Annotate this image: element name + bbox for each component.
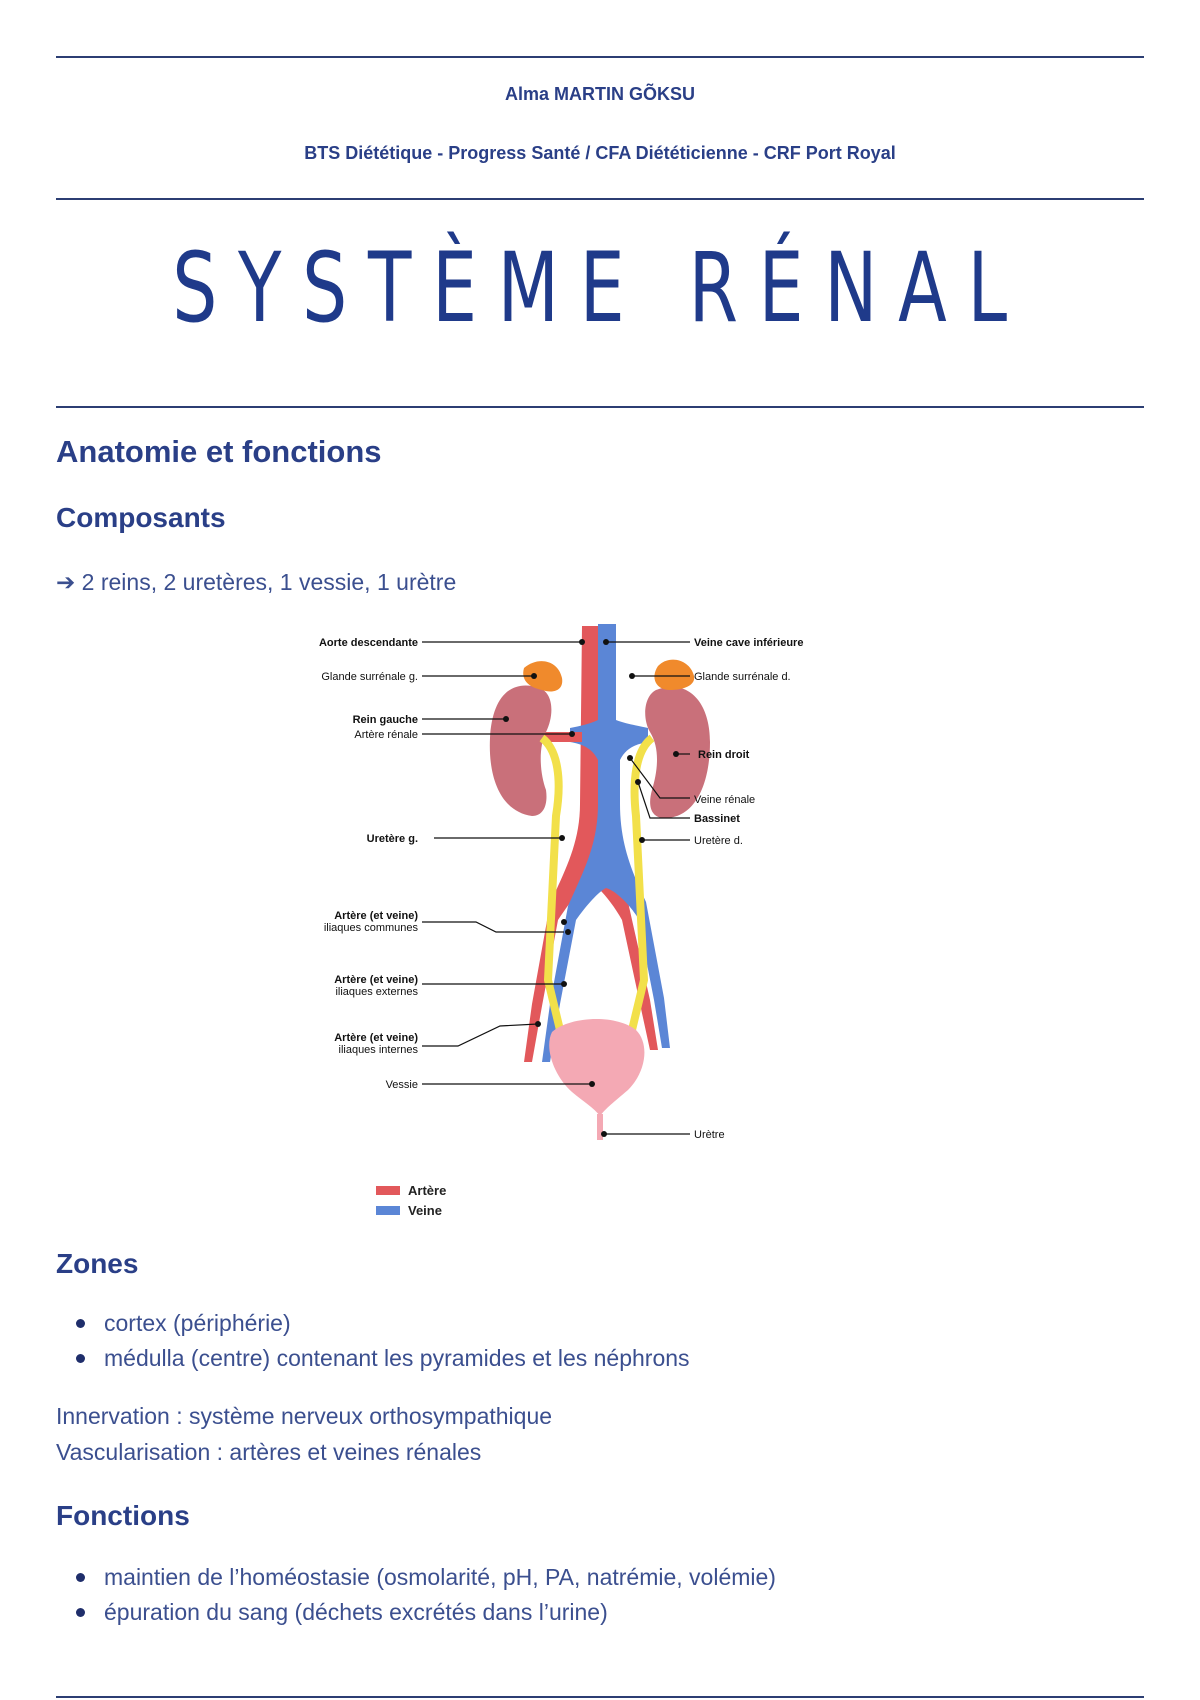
right-ureter-shape <box>628 734 655 1031</box>
left-adrenal-shape <box>523 661 563 692</box>
label-iliaques-communes-1: Artère (et veine) <box>334 910 418 922</box>
aorta-shape <box>524 626 658 1062</box>
legend-veine-label: Veine <box>408 1203 442 1218</box>
label-uretere-d: Uretère d. <box>694 835 743 847</box>
list-item-text: cortex (périphérie) <box>104 1310 291 1336</box>
legend-veine-swatch <box>376 1206 400 1215</box>
bullet-icon <box>76 1319 85 1328</box>
author-name: Alma MARTIN GÕKSU <box>504 84 695 104</box>
page-title: SYSTÈME RÉNAL <box>172 232 1028 344</box>
left-ureter-shape <box>539 734 564 1031</box>
label-iliaques-externes-1: Artère (et veine) <box>334 974 418 986</box>
label-uretre: Urètre <box>694 1129 725 1141</box>
left-kidney-shape <box>489 685 552 816</box>
title-rule <box>56 406 1144 408</box>
bullet-icon <box>76 1608 85 1617</box>
right-adrenal-shape <box>654 659 695 690</box>
school-name: BTS Diététique - Progress Santé / CFA Di… <box>304 143 896 163</box>
list-item: maintien de l’homéostasie (osmolarité, p… <box>56 1562 776 1597</box>
list-item-text: médulla (centre) contenant les pyramides… <box>104 1345 690 1371</box>
legend-artere-swatch <box>376 1186 400 1195</box>
innervation-text: Innervation : système nerveux orthosympa… <box>56 1403 553 1429</box>
composants-heading: Composants <box>56 502 226 533</box>
composants-text: ➔ 2 reins, 2 uretères, 1 vessie, 1 urètr… <box>56 569 457 595</box>
list-item: cortex (périphérie) <box>56 1308 690 1343</box>
vena-cava-shape <box>542 624 670 1062</box>
label-iliaques-internes-2: iliaques internes <box>339 1044 419 1056</box>
zones-heading: Zones <box>56 1248 139 1279</box>
label-veine-renale: Veine rénale <box>694 794 755 806</box>
label-aorte: Aorte descendante <box>319 637 418 649</box>
top-rule <box>56 56 1144 58</box>
label-iliaques-internes-1: Artère (et veine) <box>334 1032 418 1044</box>
label-vessie: Vessie <box>386 1079 418 1091</box>
vascularisation-text: Vascularisation : artères et veines réna… <box>56 1439 482 1465</box>
label-glande-g: Glande surrénale g. <box>321 671 418 683</box>
label-rein-gauche: Rein gauche <box>353 714 418 726</box>
list-item: médulla (centre) contenant les pyramides… <box>56 1343 690 1378</box>
bladder-shape <box>549 1018 645 1116</box>
label-rein-droit: Rein droit <box>698 749 750 761</box>
label-iliaques-externes-2: iliaques externes <box>335 986 418 998</box>
fonctions-list: maintien de l’homéostasie (osmolarité, p… <box>56 1562 776 1632</box>
bottom-rule <box>56 1696 1144 1698</box>
bullet-icon <box>76 1573 85 1582</box>
label-glande-d: Glande surrénale d. <box>694 671 791 683</box>
list-item: épuration du sang (déchets excrétés dans… <box>56 1597 776 1632</box>
bullet-icon <box>76 1354 85 1363</box>
zones-list: cortex (périphérie) médulla (centre) con… <box>56 1308 690 1378</box>
label-iliaques-communes-2: iliaques communes <box>324 922 419 934</box>
renal-system-diagram: Aorte descendante Glande surrénale g. Re… <box>319 624 803 1218</box>
renal-artery-shape <box>538 732 582 742</box>
list-item-text: maintien de l’homéostasie (osmolarité, p… <box>104 1564 776 1590</box>
list-item-text: épuration du sang (déchets excrétés dans… <box>104 1599 608 1625</box>
label-bassinet: Bassinet <box>694 813 740 825</box>
legend-artere-label: Artère <box>408 1183 446 1198</box>
fonctions-heading: Fonctions <box>56 1500 190 1531</box>
label-artere-renale: Artère rénale <box>354 729 418 741</box>
header-rule <box>56 198 1144 200</box>
label-veine-cave: Veine cave inférieure <box>694 637 803 649</box>
section-heading: Anatomie et fonctions <box>56 434 382 469</box>
label-uretere-g: Uretère g. <box>367 833 418 845</box>
urethra-shape <box>597 1114 603 1140</box>
